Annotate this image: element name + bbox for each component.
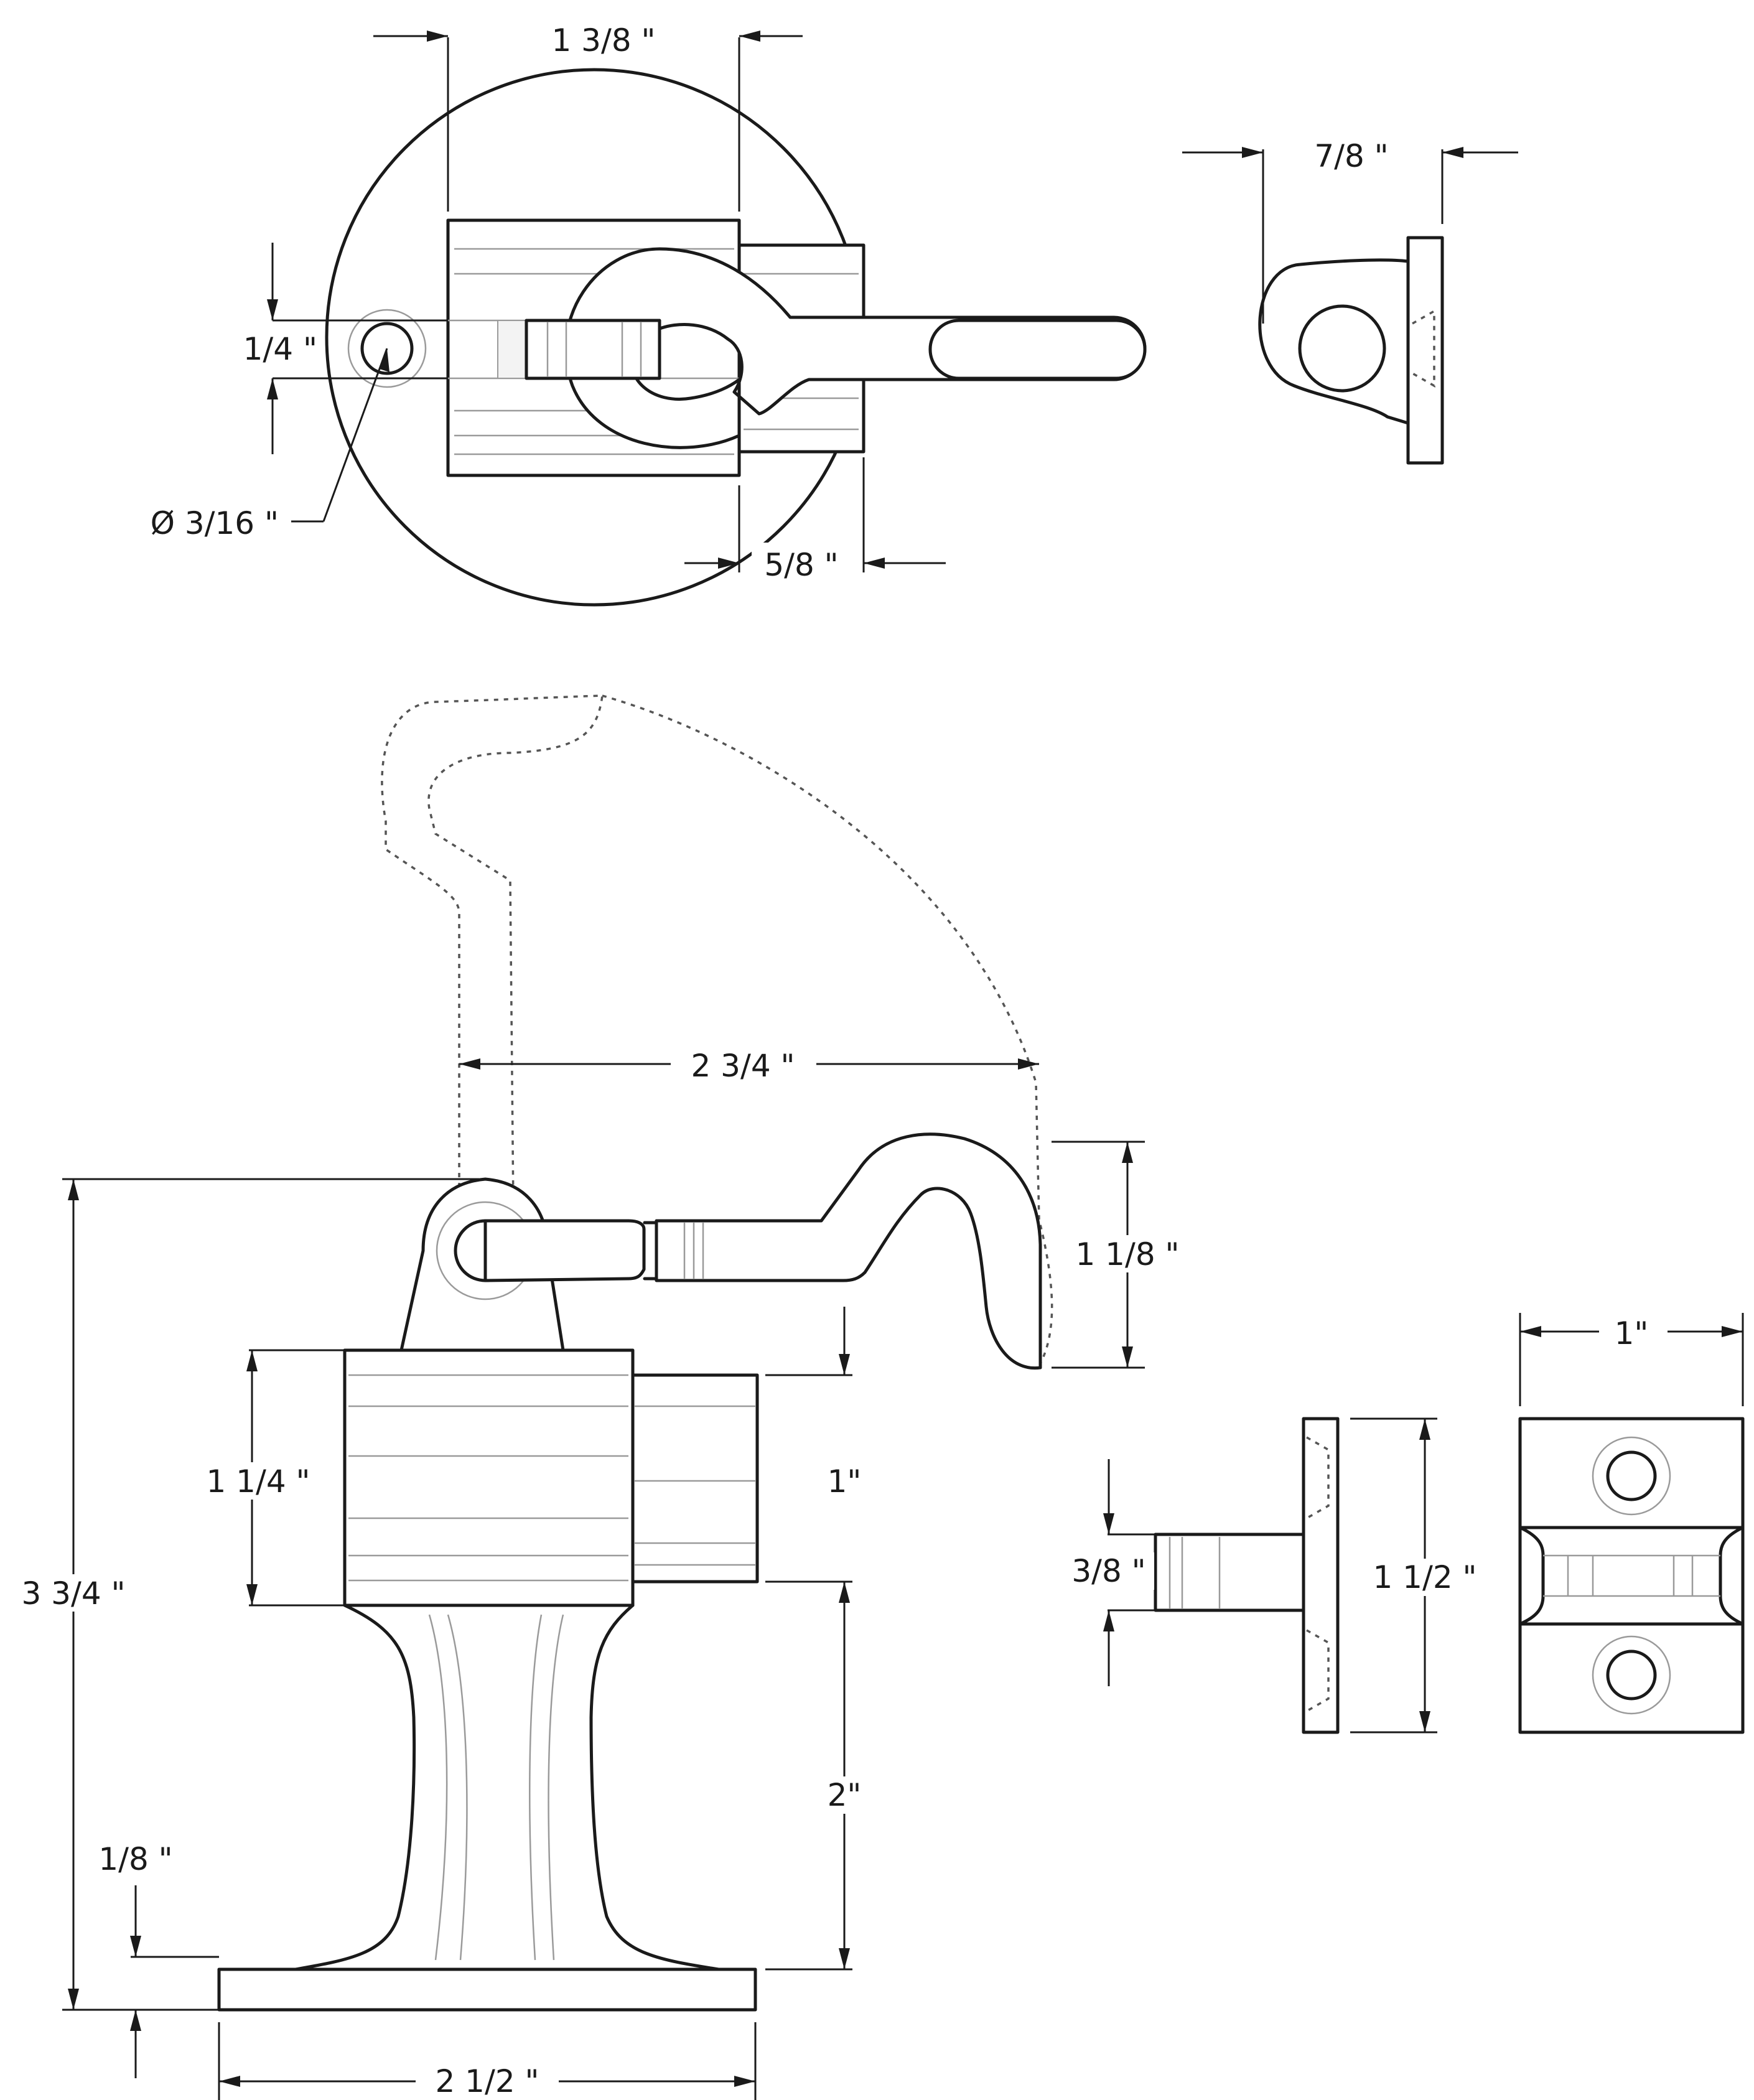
side-hole bbox=[1298, 304, 1386, 393]
strike-front-view bbox=[1518, 1313, 1745, 1734]
dim-top-width: 1 3/8 " bbox=[551, 22, 655, 58]
top-hook-handle bbox=[928, 319, 1147, 380]
hook-arm-root bbox=[483, 1219, 646, 1282]
top-screw-hole bbox=[360, 322, 414, 375]
strike-upper-hole bbox=[1606, 1450, 1657, 1501]
front-view bbox=[62, 694, 1145, 2100]
dim-hook-drop: 1 1/8 " bbox=[1075, 1236, 1179, 1272]
dim-block-height: 1 1/4 " bbox=[206, 1463, 310, 1500]
dim-strike-height: 1 1/2 " bbox=[1373, 1559, 1476, 1595]
main-block bbox=[343, 1348, 635, 1607]
dim-strike-width: 1" bbox=[1615, 1315, 1649, 1351]
dim-base-thickness: 1/8 " bbox=[98, 1841, 172, 1877]
dim-base-width: 2 1/2 " bbox=[435, 2063, 539, 2099]
top-slot-block bbox=[525, 319, 661, 380]
dim-stem-height: 2" bbox=[828, 1777, 862, 1813]
strike-channel bbox=[1518, 1526, 1745, 1626]
side-view bbox=[1182, 147, 1518, 465]
dim-slot-height: 1/4 " bbox=[243, 331, 317, 367]
dim-strike-post: 3/8 " bbox=[1071, 1553, 1145, 1589]
strike-post bbox=[1154, 1533, 1305, 1612]
side-flange bbox=[1406, 236, 1444, 465]
dim-hook-reach: 2 3/4 " bbox=[691, 1048, 795, 1084]
dim-side-flange-width: 7/8 " bbox=[1314, 138, 1388, 174]
dim-total-height: 3 3/4 " bbox=[21, 1575, 125, 1612]
base-plate bbox=[217, 1967, 757, 2012]
strike-flange bbox=[1302, 1417, 1340, 1734]
dim-keeper-offset: 5/8 " bbox=[764, 547, 838, 583]
top-view bbox=[267, 30, 1147, 607]
stem bbox=[294, 1603, 721, 1971]
strike-lower-hole bbox=[1606, 1650, 1657, 1701]
dim-hole-diameter: Ø 3/16 " bbox=[151, 505, 279, 541]
side-ear bbox=[1258, 258, 1410, 425]
dim-keeper-height: 1" bbox=[828, 1463, 862, 1500]
hook-arm bbox=[655, 1132, 1042, 1370]
